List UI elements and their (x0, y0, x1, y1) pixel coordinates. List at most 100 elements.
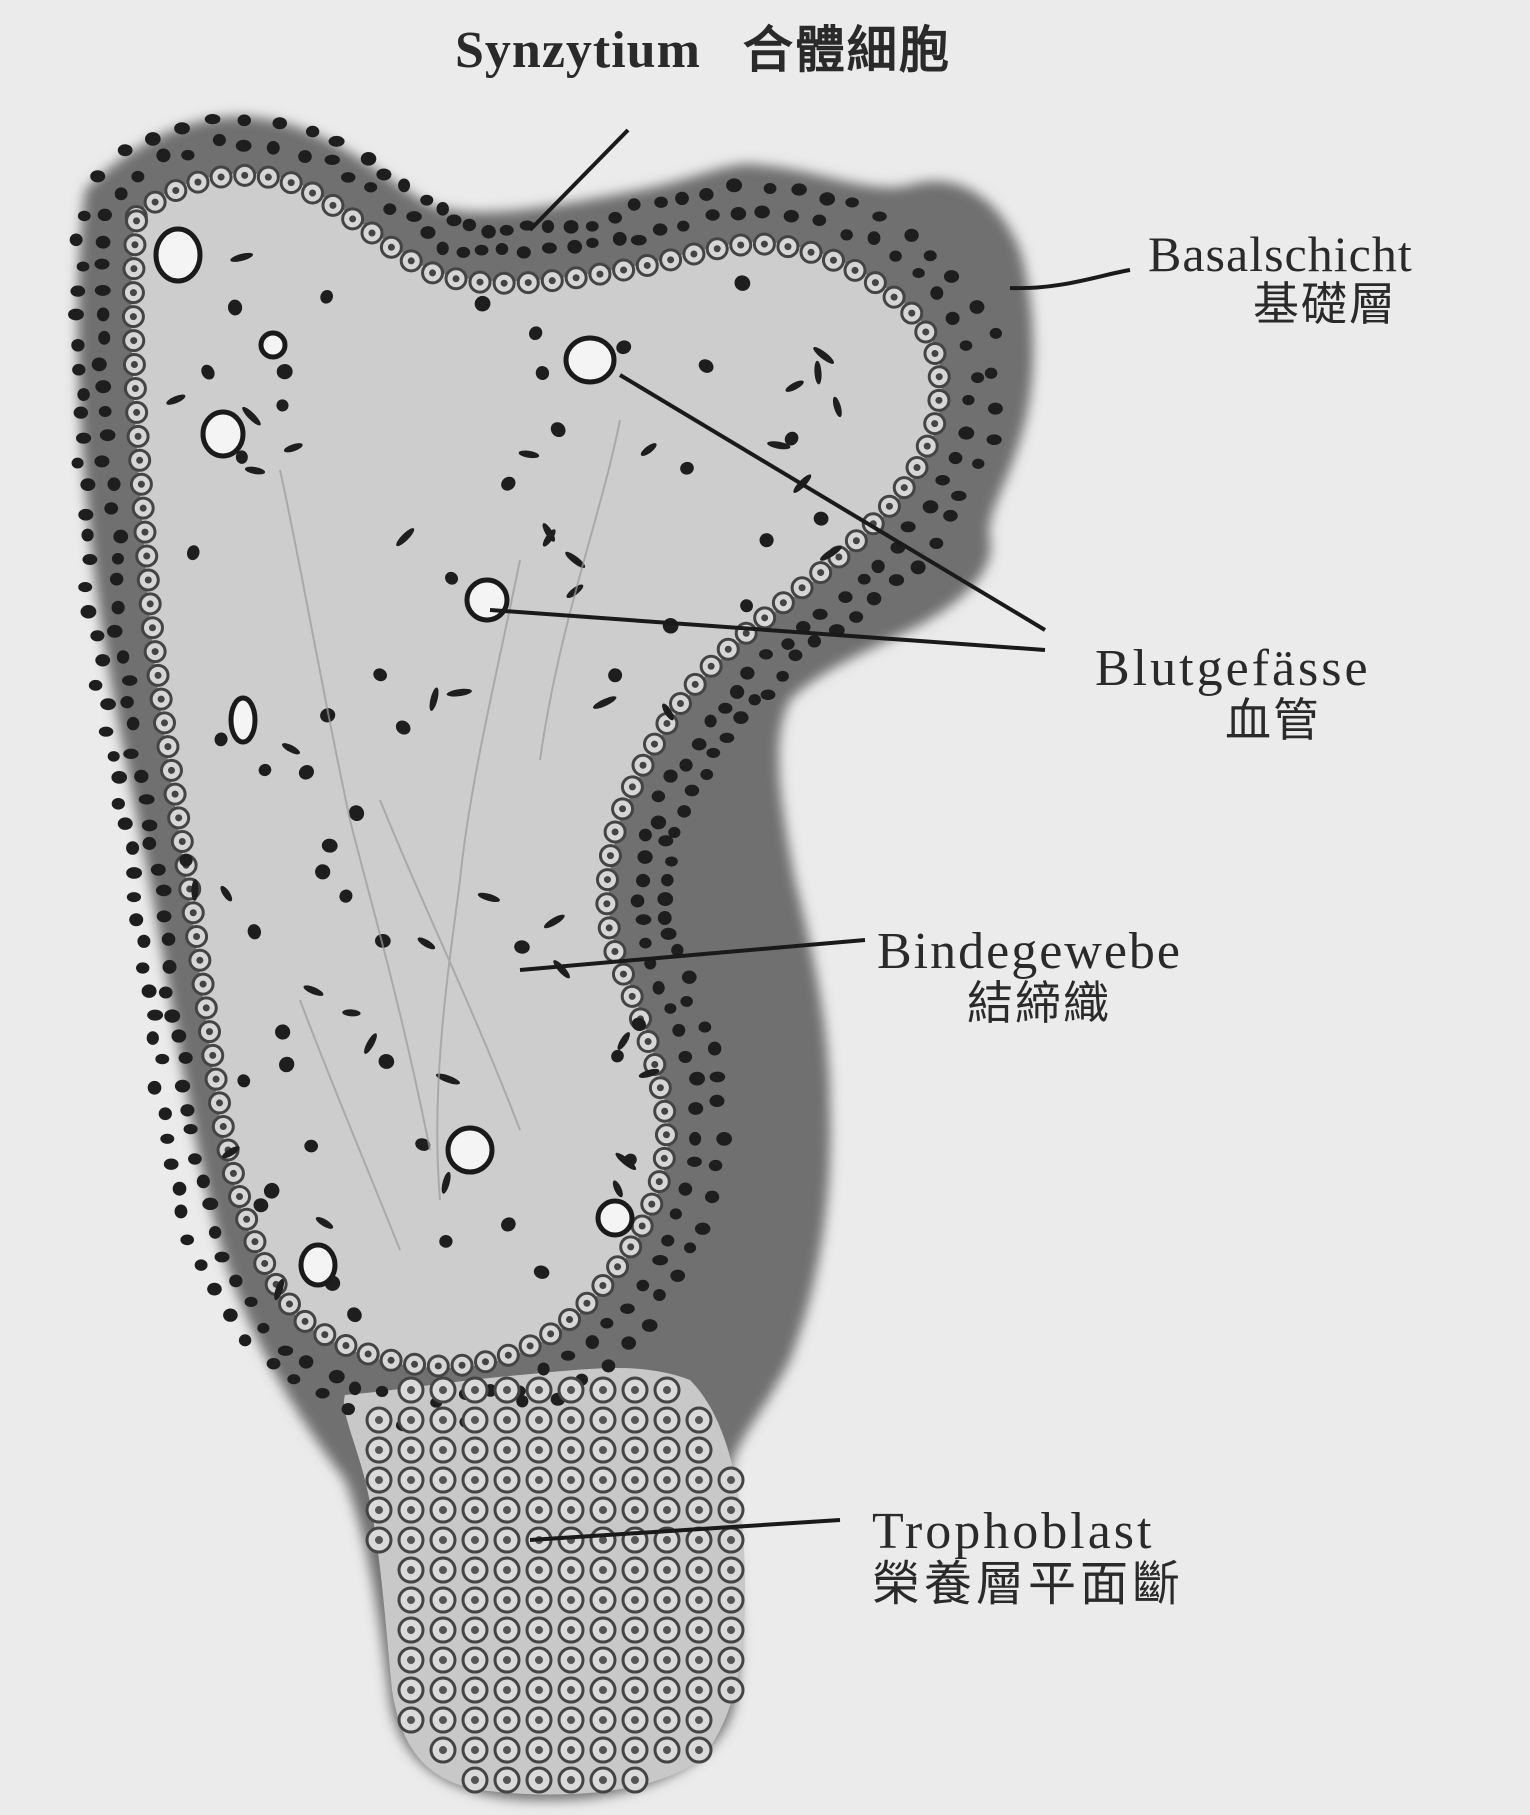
synzytium-nucleus (406, 211, 422, 222)
basal-cell-nucleus (761, 241, 768, 248)
synzytium-nucleus (687, 1157, 702, 1167)
basal-cell-nucleus (429, 269, 436, 276)
trophoblast-cell-nucleus (503, 1776, 511, 1784)
basal-cell-nucleus (136, 457, 143, 464)
trophoblast-cell-nucleus (663, 1626, 671, 1634)
synzytium-nucleus (679, 1183, 693, 1196)
synzytium-nucleus (636, 1280, 649, 1291)
trophoblast-cell-nucleus (471, 1716, 479, 1724)
synzytium-nucleus (115, 187, 128, 200)
synzytium-nucleus (78, 509, 93, 521)
label-trophoblast-latin: Trophoblast (872, 1503, 1154, 1560)
synzytium-nucleus (78, 211, 91, 221)
synzytium-nucleus (457, 247, 471, 258)
basal-cell-nucleus (141, 529, 148, 536)
blood-vessel (261, 333, 285, 357)
trophoblast-cell-nucleus (663, 1536, 671, 1544)
basal-cell-nucleus (799, 584, 806, 591)
basal-cell-nucleus (872, 279, 879, 286)
trophoblast-cell-nucleus (663, 1716, 671, 1724)
trophoblast-cell-nucleus (375, 1476, 383, 1484)
synzytium-nucleus (653, 223, 668, 235)
synzytium-nucleus (299, 1355, 313, 1368)
synzytium-nucleus (81, 605, 97, 618)
synzytium-nucleus (174, 122, 190, 134)
synzytium-nucleus (159, 987, 173, 999)
trophoblast-cell-nucleus (695, 1716, 703, 1724)
trophoblast-cell-nucleus (599, 1686, 607, 1694)
synzytium-nucleus (134, 770, 148, 783)
trophoblast-cell-nucleus (471, 1656, 479, 1664)
trophoblast-cell-nucleus (727, 1686, 735, 1694)
synzytium-nucleus (184, 1124, 198, 1134)
synzytium-nucleus (108, 751, 120, 762)
trophoblast-cell-nucleus (599, 1446, 607, 1454)
basal-cell-nucleus (130, 313, 137, 320)
synzytium-nucleus (160, 1134, 174, 1144)
trophoblast-cell-nucleus (535, 1746, 543, 1754)
synzytium-nucleus (245, 1297, 258, 1307)
trophoblast-cell-nucleus (407, 1446, 415, 1454)
synzytium-nucleus (100, 429, 116, 441)
synzytium-nucleus (118, 817, 133, 830)
synzytium-nucleus (78, 582, 92, 592)
synzytium-nucleus (678, 1051, 692, 1063)
basal-cell-nucleus (603, 900, 610, 907)
trophoblast-cell-nucleus (535, 1506, 543, 1514)
basal-cell-nucleus (714, 245, 721, 252)
synzytium-nucleus (175, 1205, 188, 1219)
synzytium-nucleus (142, 984, 157, 997)
synzytium-nucleus (236, 140, 252, 152)
synzytium-nucleus (872, 211, 887, 221)
synzytium-nucleus (838, 591, 852, 603)
basal-cell-nucleus (644, 262, 651, 269)
synzytium-nucleus (923, 500, 939, 513)
basal-cell-nucleus (135, 433, 142, 440)
synzytium-nucleus (684, 1242, 696, 1253)
basal-cell-nucleus (408, 257, 415, 264)
synzytium-nucleus (188, 1153, 202, 1164)
trophoblast-cell-nucleus (471, 1386, 479, 1394)
basal-cell-nucleus (656, 1178, 663, 1185)
trophoblast-cell-nucleus (471, 1746, 479, 1754)
synzytium-nucleus (600, 1318, 613, 1329)
basal-cell-nucleus (725, 646, 732, 653)
basal-cell-nucleus (629, 993, 636, 1000)
synzytium-nucleus (329, 136, 345, 147)
trophoblast-cell-nucleus (663, 1386, 671, 1394)
synzytium-nucleus (136, 962, 149, 973)
synzytium-nucleus (77, 388, 89, 401)
basal-cell-nucleus (599, 1282, 606, 1289)
trophoblast-cell-nucleus (439, 1386, 447, 1394)
synzytium-nucleus (733, 711, 748, 724)
synzytium-nucleus (672, 1024, 685, 1037)
synzytium-nucleus (542, 242, 557, 253)
basal-cell-nucleus (482, 1358, 489, 1365)
trophoblast-cell-nucleus (503, 1746, 511, 1754)
trophoblast-cell-nucleus (567, 1596, 575, 1604)
synzytium-nucleus (951, 491, 966, 501)
synzytium-nucleus (197, 1174, 210, 1188)
synzytium-nucleus (437, 202, 449, 216)
basal-cell-nucleus (164, 743, 171, 750)
basal-cell-nucleus (133, 217, 140, 224)
synzytium-nucleus (112, 798, 125, 810)
basal-cell-nucleus (661, 1108, 668, 1115)
trophoblast-cell-nucleus (439, 1596, 447, 1604)
synzytium-nucleus (699, 1022, 712, 1033)
synzytium-nucleus (213, 134, 226, 146)
trophoblast-cell-nucleus (727, 1566, 735, 1574)
synzytium-nucleus (858, 574, 871, 585)
label-bindegewebe-latin: Bindegewebe (877, 923, 1182, 980)
label-basalschicht-latin: Basalschicht (1148, 226, 1413, 282)
synzytium-nucleus (156, 149, 170, 163)
synzytium-nucleus (658, 911, 672, 925)
basal-cell-nucleus (459, 1362, 466, 1369)
synzytium-nucleus (776, 671, 788, 682)
synzytium-nucleus (608, 212, 622, 224)
synzytium-nucleus (654, 197, 668, 208)
trophoblast-cell-nucleus (535, 1656, 543, 1664)
synzytium-nucleus (652, 1255, 668, 1265)
label-blutgefaesse-japanese: 血管 (1225, 697, 1371, 745)
synzytium-nucleus (142, 820, 158, 832)
